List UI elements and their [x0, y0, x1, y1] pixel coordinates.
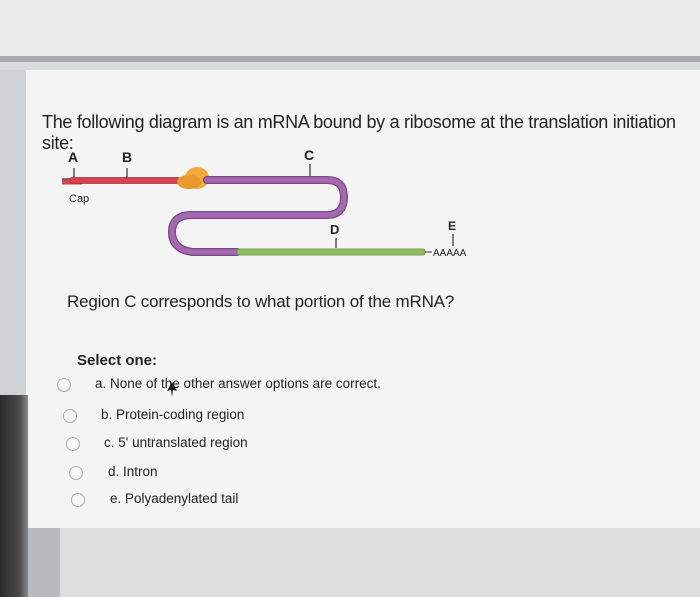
option-d-label: d. Intron	[108, 464, 158, 479]
option-c[interactable]: c. 5' untranslated region	[66, 435, 248, 451]
screen-top-area	[0, 0, 700, 58]
label-cap: Cap	[69, 193, 89, 205]
next-card-edge	[60, 528, 700, 597]
select-one-label: Select one:	[77, 352, 158, 369]
label-poly-a: AAAAA	[433, 248, 467, 259]
option-c-label: c. 5' untranslated region	[104, 435, 248, 450]
option-e-label: e. Polyadenylated tail	[110, 491, 239, 506]
mouse-cursor-icon	[167, 382, 177, 397]
question-text: The following diagram is an mRNA bound b…	[42, 112, 676, 153]
header-divider	[0, 56, 700, 62]
label-a: A	[68, 149, 78, 165]
screen-bezel	[0, 395, 28, 597]
radio-option-a[interactable]	[57, 378, 71, 392]
question-prompt: Region C corresponds to what portion of …	[67, 292, 455, 311]
five-utr-segment	[69, 177, 181, 184]
label-c: C	[304, 147, 314, 163]
three-utr-segment	[236, 248, 426, 256]
radio-option-d[interactable]	[69, 466, 83, 480]
option-a[interactable]: a. None of the other answer options are …	[57, 376, 381, 392]
label-e: E	[448, 219, 456, 233]
label-d: D	[330, 222, 339, 237]
header-divider-shadow	[0, 62, 700, 70]
option-d[interactable]: d. Intron	[69, 464, 158, 480]
option-a-label: a. None of the other answer options are …	[95, 376, 381, 391]
radio-option-e[interactable]	[71, 493, 85, 507]
page-margin	[28, 528, 60, 597]
option-e[interactable]: e. Polyadenylated tail	[71, 491, 238, 507]
option-b-label: b. Protein-coding region	[101, 407, 245, 422]
ribosome-small-subunit	[177, 175, 201, 189]
option-b[interactable]: b. Protein-coding region	[63, 407, 244, 423]
label-b: B	[122, 149, 132, 165]
radio-option-b[interactable]	[63, 409, 77, 423]
question-card	[26, 70, 700, 528]
mrna-diagram: A B C D E Cap AAAAA	[62, 147, 467, 259]
radio-option-c[interactable]	[66, 437, 80, 451]
